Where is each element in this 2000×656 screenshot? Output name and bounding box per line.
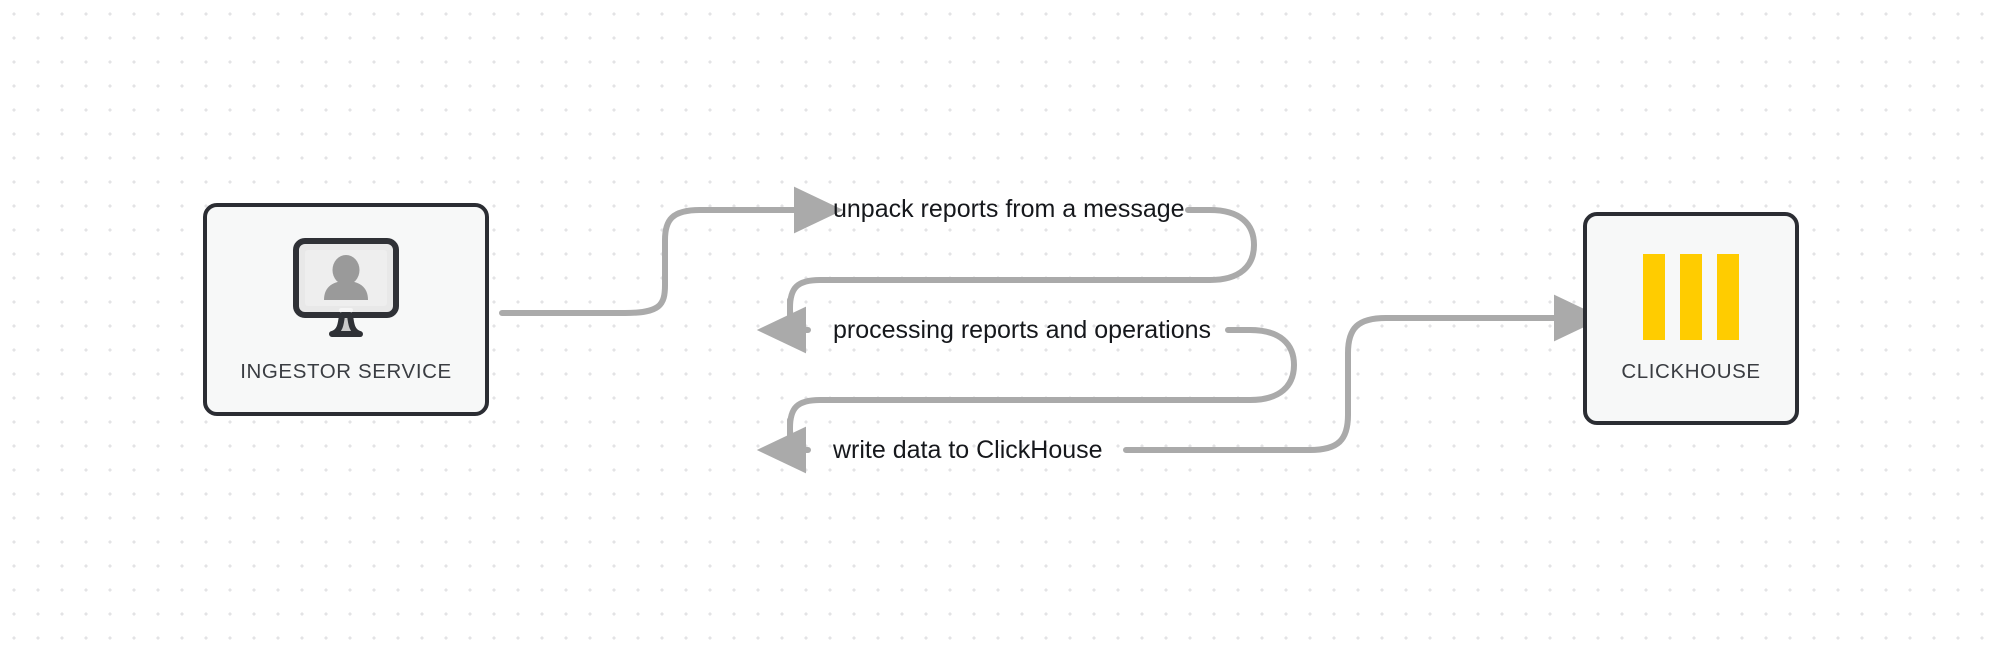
monitor-user-icon bbox=[288, 236, 404, 340]
clickhouse-bar-2 bbox=[1680, 253, 1702, 340]
clickhouse-bar-1 bbox=[1643, 253, 1665, 340]
connector-step3-to-clickhouse bbox=[1123, 294, 1604, 453]
node-label-clickhouse: CLICKHOUSE bbox=[1621, 359, 1761, 383]
node-label-ingestor-service: INGESTOR SERVICE bbox=[240, 359, 452, 383]
edge-label-write-data: write data to ClickHouse bbox=[833, 436, 1103, 464]
connector-step1-to-step2 bbox=[787, 207, 1257, 321]
edge-label-processing-reports: processing reports and operations bbox=[833, 316, 1212, 344]
edge-label-unpack-reports: unpack reports from a message bbox=[833, 195, 1185, 223]
node-clickhouse[interactable]: CLICKHOUSE bbox=[1583, 212, 1799, 425]
clickhouse-bars-icon bbox=[1643, 253, 1739, 340]
clickhouse-bar-3 bbox=[1717, 253, 1739, 340]
connector-ingestor-to-step1 bbox=[499, 186, 844, 316]
connector-step2-to-step3 bbox=[787, 327, 1297, 441]
node-ingestor-service[interactable]: INGESTOR SERVICE bbox=[203, 203, 489, 416]
connector-step2-arrow bbox=[756, 297, 811, 354]
connector-step3-arrow bbox=[756, 417, 811, 474]
